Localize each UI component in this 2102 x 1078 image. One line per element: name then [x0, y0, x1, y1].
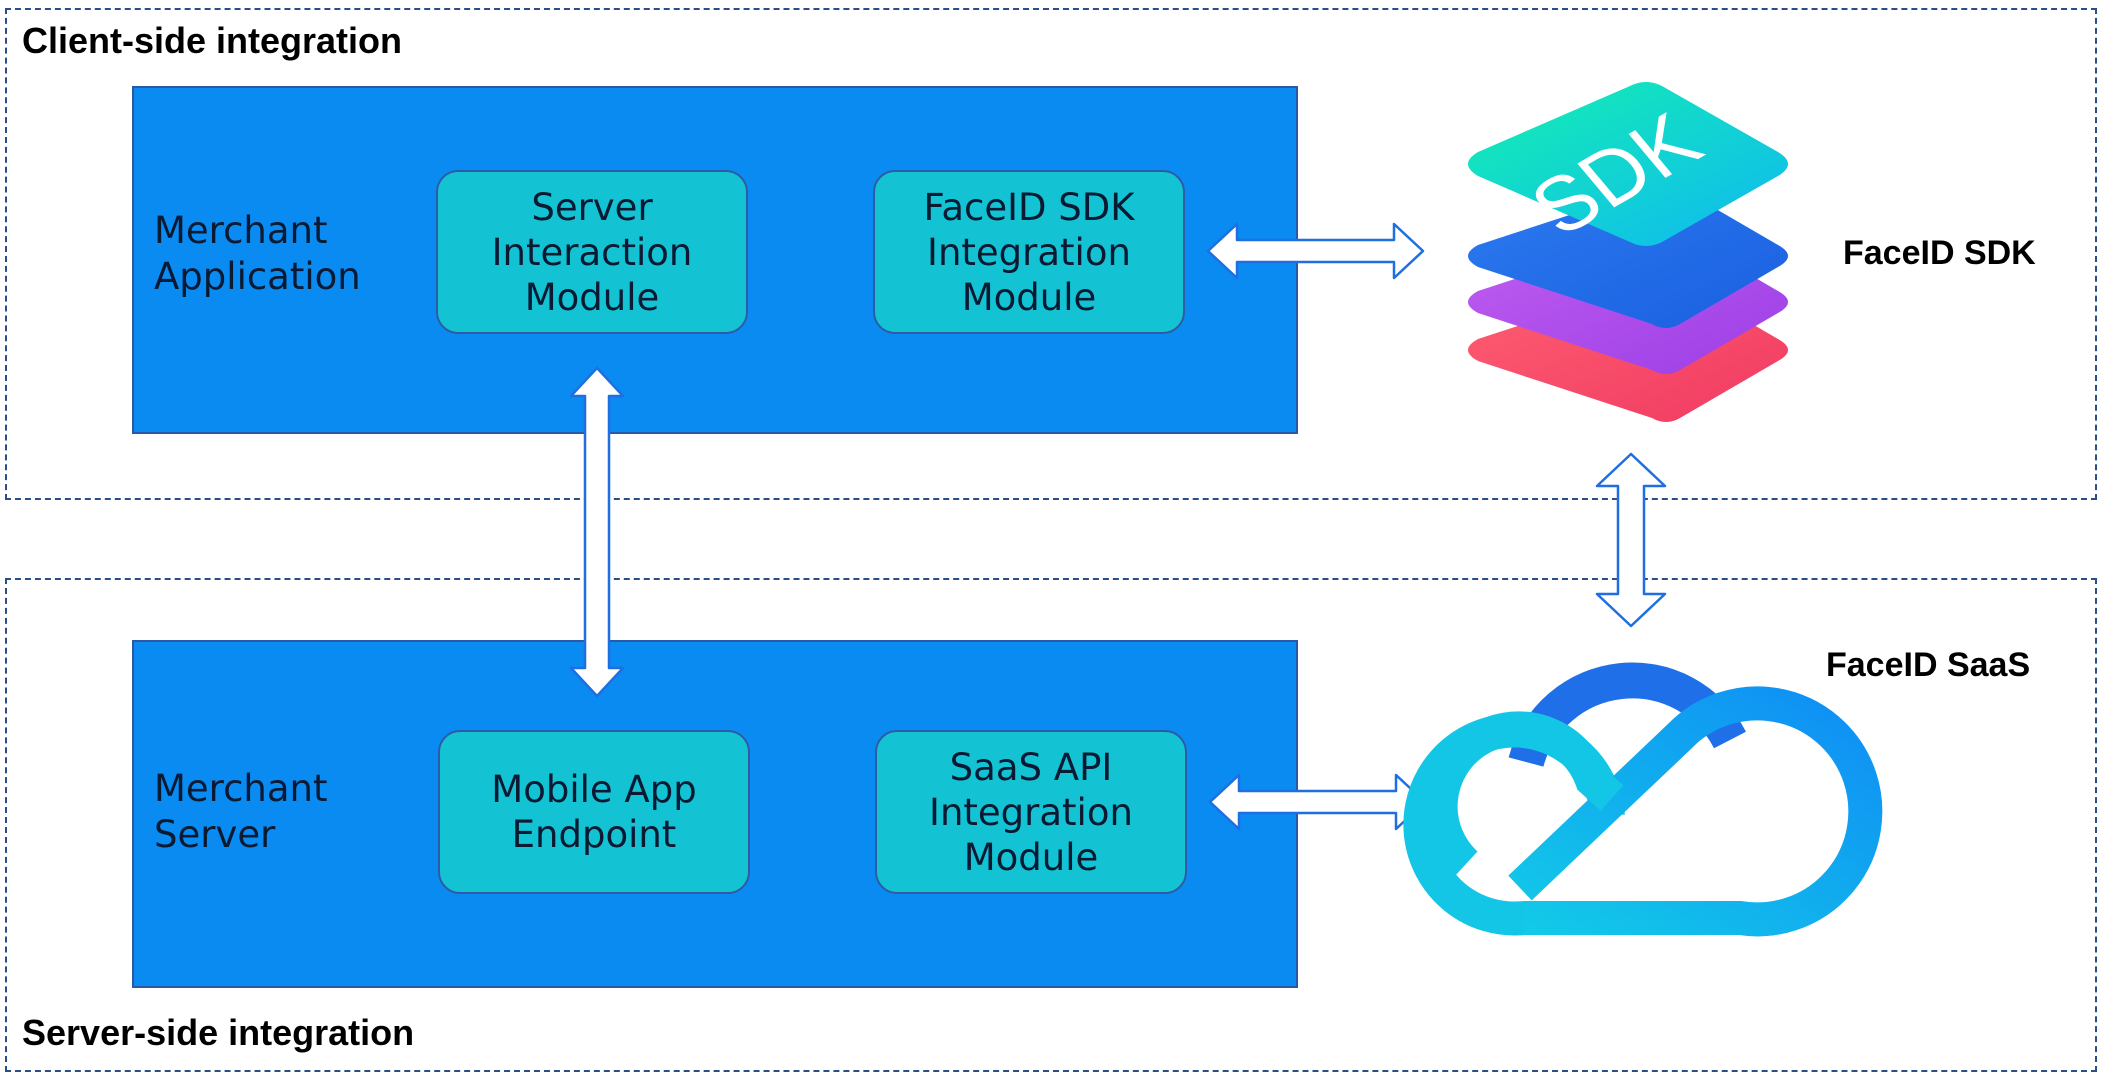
cloud-loop	[1508, 686, 1883, 937]
server-interaction-module: Server Interaction Module	[436, 170, 748, 334]
server-side-zone	[5, 578, 2097, 1072]
faceid-saas-label: FaceID SaaS	[1826, 646, 2031, 684]
server-side-title: Server-side integration	[22, 1012, 415, 1053]
mobile-app-endpoint-module: Mobile App Endpoint	[438, 730, 750, 894]
cloud-icon	[1403, 662, 1883, 937]
sdk-saas-double-arrow	[1595, 452, 1667, 628]
app-server-double-arrow	[569, 366, 625, 698]
faceid-sdk-label: FaceID SDK	[1843, 234, 2036, 272]
merchant-server-label: Merchant Server	[154, 767, 328, 856]
client-side-title: Client-side integration	[22, 20, 403, 61]
sdk-layers-icon: SDK	[1468, 82, 1788, 422]
faceid-sdk-integration-module: FaceID SDK Integration Module	[873, 170, 1185, 334]
saas-double-arrow	[1208, 773, 1427, 831]
client-side-zone	[5, 8, 2097, 500]
merchant-application-label: Merchant Application	[154, 209, 361, 298]
sdk-layer-top	[1468, 82, 1788, 246]
sdk-double-arrow	[1206, 222, 1425, 280]
sdk-layer-blue	[1468, 184, 1788, 328]
cloud-hook	[1423, 711, 1624, 877]
saas-api-integration-module: SaaS API Integration Module	[875, 730, 1187, 894]
